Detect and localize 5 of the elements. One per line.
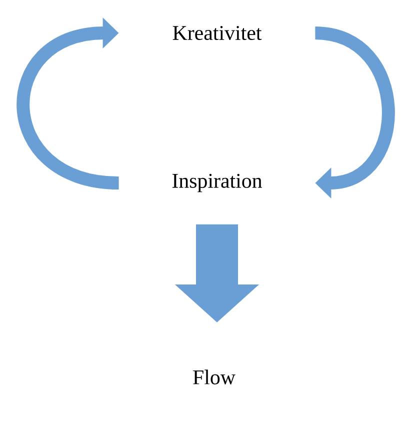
word-label: Kreativitet bbox=[172, 26, 262, 40]
word-label: Inspiration bbox=[172, 174, 262, 192]
arrow bbox=[16, 18, 120, 190]
arrow bbox=[314, 26, 395, 198]
word-label: Flow bbox=[193, 370, 236, 384]
